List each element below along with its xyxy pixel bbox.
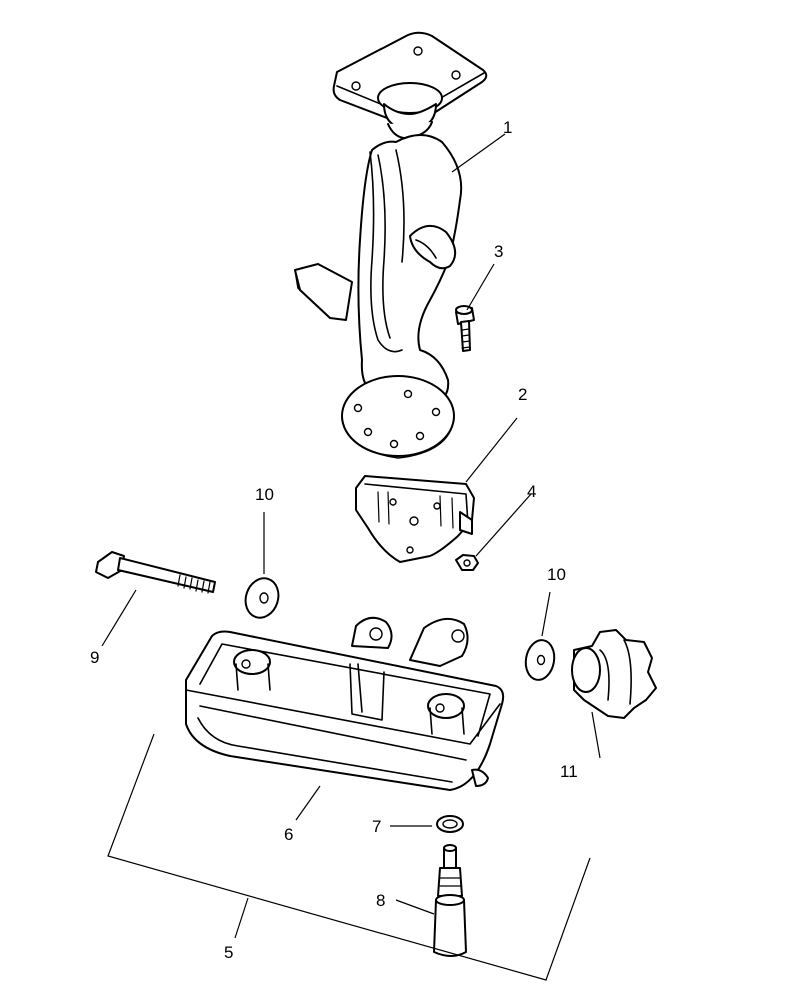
callout-1: 1	[503, 118, 512, 137]
part-10-washer-right	[524, 639, 556, 681]
callout-6: 6	[284, 825, 293, 844]
part-7-o-ring	[436, 815, 464, 833]
callout-3: 3	[494, 242, 503, 261]
callout-2: 2	[518, 385, 527, 404]
part-3-cap-screw	[455, 305, 475, 352]
round-base-plate	[341, 375, 455, 459]
callout-10-left: 10	[255, 485, 274, 504]
arm-clamp-knob	[409, 225, 457, 270]
part-11-star-knob	[571, 629, 657, 719]
callout-labels: 1 2 3 4 5 6 7 8 9 10 10 11	[90, 118, 578, 962]
callout-8: 8	[376, 891, 385, 910]
callout-5: 5	[224, 943, 233, 962]
assembly-5-bracket	[107, 733, 591, 981]
callout-9: 9	[90, 648, 99, 667]
leader-lines	[101, 133, 601, 939]
part-9-long-bolt	[95, 551, 216, 594]
callout-10-right: 10	[547, 565, 566, 584]
part-1-mount-arm	[294, 31, 488, 459]
callout-11: 11	[560, 762, 578, 781]
part-4-hex-nut	[455, 554, 479, 571]
top-mounting-plate	[332, 31, 488, 131]
part-10-washer-left	[244, 577, 280, 619]
part-8-pin	[433, 844, 467, 957]
callout-4: 4	[527, 482, 536, 501]
part-6-cradle-base	[185, 616, 505, 791]
callout-7: 7	[372, 817, 381, 836]
part-2-adapter-plate	[355, 475, 475, 563]
